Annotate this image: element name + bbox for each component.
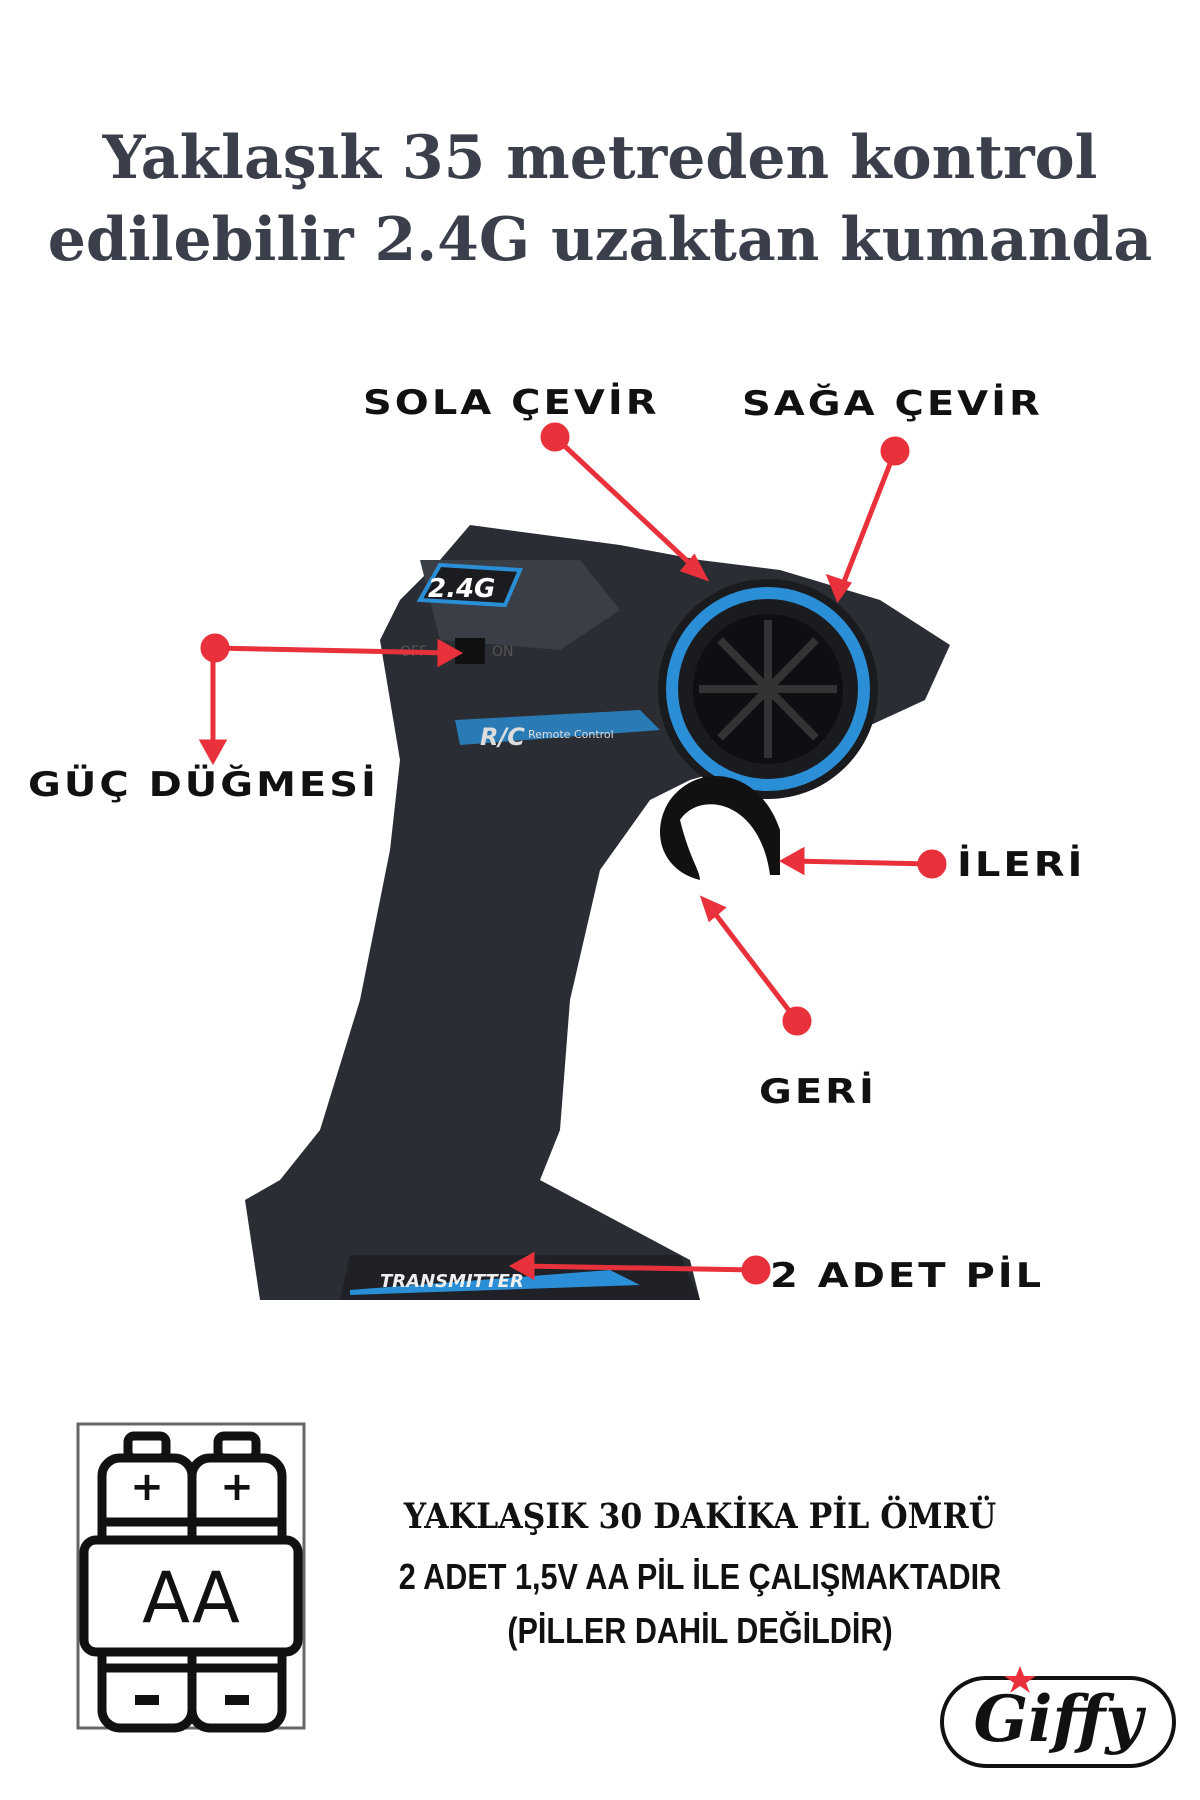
aa-battery-icon: AA + +	[76, 1422, 306, 1733]
arrow-head-icon	[198, 739, 228, 766]
power-switch[interactable]	[455, 638, 485, 664]
giffy-logo: Giffy	[940, 1676, 1176, 1768]
label-power-button: GÜÇ DÜĞMESİ	[28, 765, 379, 805]
label-forward: İLERİ	[957, 845, 1086, 885]
page-title-line1: Yaklaşık 35 metreden kontrol	[102, 123, 1098, 193]
transmitter-text: TRANSMITTER	[380, 1271, 524, 1292]
arrow-head-icon	[508, 1251, 535, 1281]
label-batteries: 2 ADET PİL	[770, 1256, 1045, 1296]
batteries-not-included-text: (PİLLER DAHİL DEĞİLDİR)	[507, 1610, 893, 1651]
logo-star-icon	[1004, 1666, 1036, 1693]
arrow-head-icon	[699, 895, 727, 923]
rc-brand-sub: Remote Control	[528, 728, 614, 741]
rc-transmitter-image: 2.4G OFF ON R/C Remote Control TRANSMITT…	[245, 525, 950, 1300]
battery-requirement-text: 2 ADET 1,5V AA PİL İLE ÇALIŞMAKTADIR	[398, 1556, 1002, 1597]
throttle-trigger[interactable]	[660, 776, 780, 880]
arrow-head-icon	[825, 573, 853, 604]
svg-text:+: +	[220, 1464, 254, 1510]
label-reverse: GERİ	[759, 1072, 877, 1112]
label-right-turn: SAĞA ÇEVİR	[742, 384, 1043, 424]
svg-text:+: +	[130, 1464, 164, 1510]
badge-2-4g: 2.4G	[428, 574, 495, 604]
page-title-line2: edilebilir 2.4G uzaktan kumanda	[47, 205, 1153, 275]
arrow-head-icon	[437, 638, 464, 668]
battery-life-text: YAKLAŞIK 30 DAKİKA PİL ÖMRÜ	[403, 1496, 997, 1537]
logo-text: Giffy	[973, 1682, 1143, 1757]
arrow-head-icon	[778, 846, 805, 876]
arrow-head-icon	[679, 553, 710, 582]
callout-arrows	[198, 422, 947, 1285]
rc-brand-mark: R/C	[480, 723, 525, 751]
battery-aa-label: AA	[142, 1557, 240, 1639]
switch-on-text: ON	[492, 644, 514, 660]
label-left-turn: SOLA ÇEVİR	[363, 383, 660, 423]
